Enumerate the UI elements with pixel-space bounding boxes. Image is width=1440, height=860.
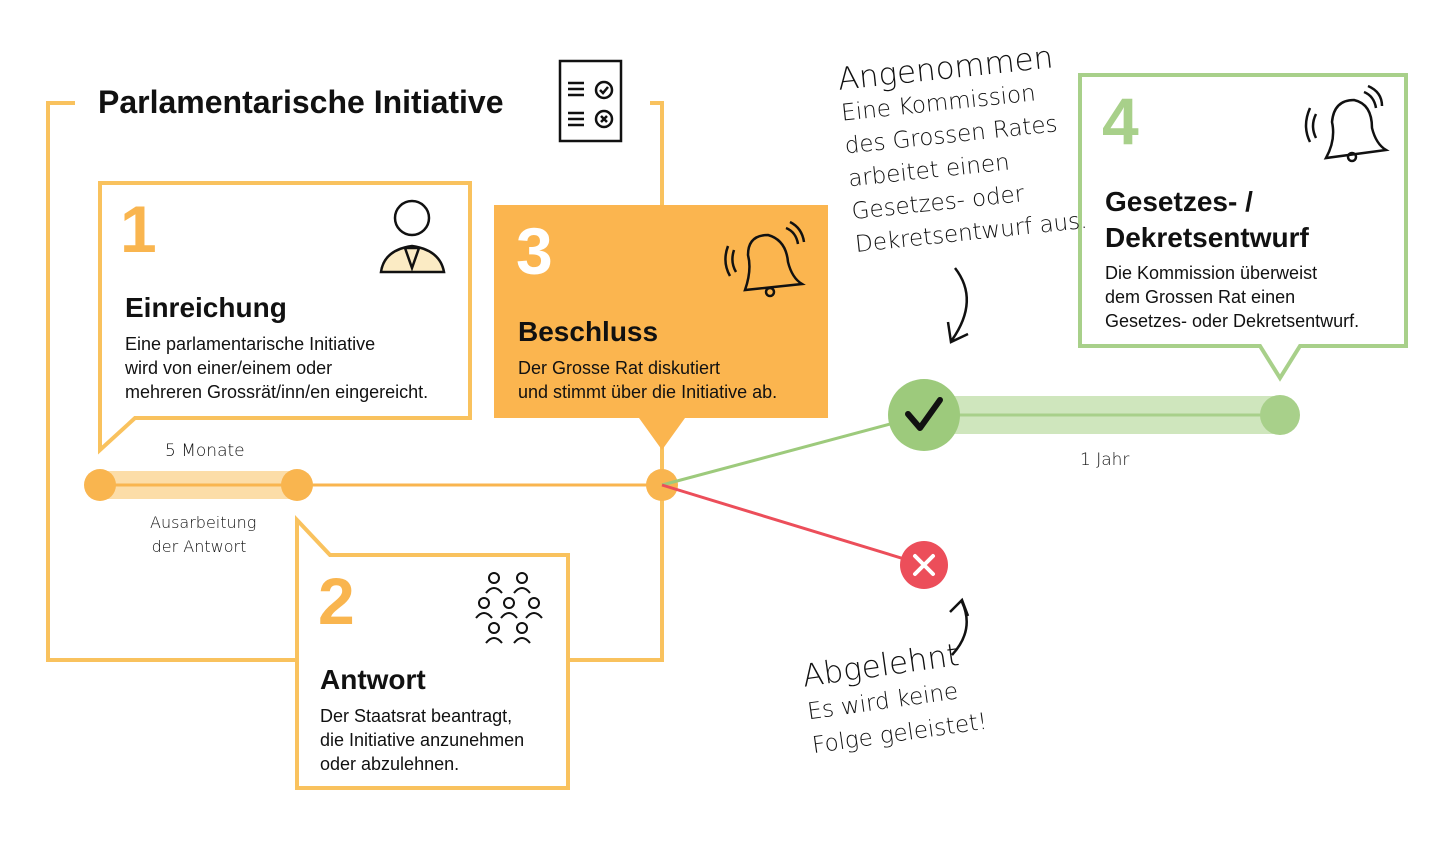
step-1-heading: Einreichung (125, 292, 287, 323)
text-line: Der Grosse Rat diskutiert (518, 358, 721, 378)
rejected-branch (661, 483, 925, 567)
text-line: der Antwort (151, 537, 247, 556)
person-icon (379, 199, 446, 274)
arrow-up-icon (949, 597, 970, 656)
text-line: wird von einer/einem oder (125, 358, 333, 378)
text-line: und stimmt über die Initiative ab. (518, 382, 778, 402)
bell-icon (1304, 84, 1390, 163)
arrow-down-icon (946, 267, 969, 344)
timeline-start-node (84, 469, 116, 501)
step-1-box (98, 181, 472, 455)
step-2-number: 2 (318, 564, 355, 638)
draft-node (1260, 395, 1300, 435)
text-line: Die Kommission überweist (1105, 263, 1318, 283)
step-2-heading: Antwort (320, 664, 426, 695)
step-4-heading: Gesetzes- / Dekretsentwurf (1105, 184, 1309, 256)
check-icon (905, 397, 943, 431)
page-title: Parlamentarische Initiative (98, 84, 504, 120)
x-icon (913, 554, 935, 576)
text-line: dem Grossen Rat einen (1105, 287, 1296, 307)
text-line: Der Staatsrat beantragt, (320, 706, 513, 726)
step-4-text: Die Kommission überweist dem Grossen Rat… (1105, 261, 1359, 333)
step-2-text: Der Staatsrat beantragt, die Initiative … (320, 704, 524, 776)
accepted-note: Angenommen Eine Kommission des Grossen R… (836, 38, 1089, 262)
phase-label: Ausarbeitung der Antwort (150, 511, 257, 559)
bell-icon (724, 220, 806, 298)
duration-5-months: 5 Monate (165, 441, 245, 461)
step-3-box (494, 205, 828, 450)
text-line: Eine parlamentarische Initiative (125, 334, 376, 354)
text-line: die Initiative anzunehmen (320, 730, 525, 750)
rejected-node (900, 541, 948, 589)
step-3-text: Der Grosse Rat diskutiert und stimmt übe… (518, 356, 777, 404)
heading-line: Gesetzes- / (1105, 186, 1253, 217)
heading-line: Dekretsentwurf (1105, 222, 1309, 253)
group-icon (475, 572, 543, 644)
step-1-number: 1 (120, 192, 157, 266)
accepted-branch (661, 413, 925, 487)
step-4-box (1078, 73, 1408, 382)
timeline-answer-node (281, 469, 313, 501)
text-line: Ausarbeitung (150, 513, 257, 532)
step-3-heading: Beschluss (518, 316, 659, 347)
text-line: oder abzulehnen. (320, 754, 460, 774)
accepted-node (888, 379, 960, 451)
clipboard-icon (558, 59, 623, 143)
step-3-number: 3 (516, 214, 553, 288)
text-line: mehreren Grossrät/inn/en eingereicht. (125, 382, 429, 402)
text-line: Gesetzes- oder Dekretsentwurf. (1105, 311, 1360, 331)
duration-1-year: 1 Jahr (1080, 450, 1130, 470)
step-2-box (295, 514, 570, 790)
step-1-text: Eine parlamentarische Initiative wird vo… (125, 332, 428, 404)
step-4-number: 4 (1102, 84, 1139, 158)
